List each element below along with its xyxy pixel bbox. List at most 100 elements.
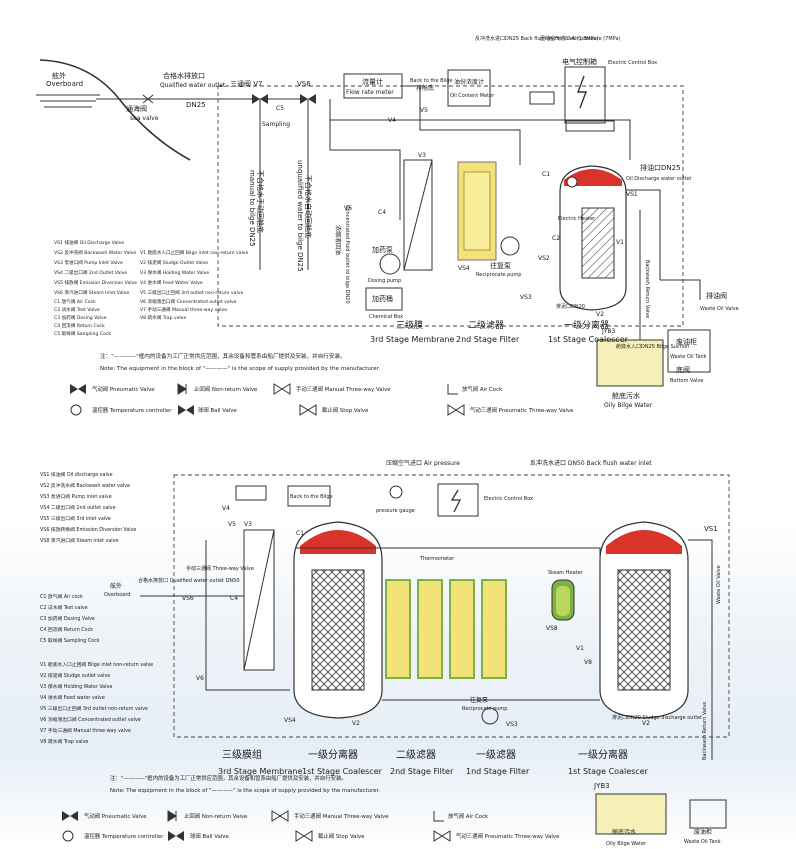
top-main-pipes <box>259 99 401 270</box>
top-legend: 气动阀 Pneumatic Valve 止回阀 Non-return Valve… <box>70 383 574 416</box>
b-wasteoil-en: Waste Oil Tank <box>684 839 721 845</box>
b-pneumatic-3way-icon <box>433 830 451 842</box>
vs2-label: VS2 <box>538 255 550 262</box>
b-v1: V1 <box>576 645 584 652</box>
b-vs6: VS6 <box>182 595 194 602</box>
vs1-label: VS1 <box>626 191 638 198</box>
stage2-cn: 二级滤器 <box>468 319 504 331</box>
dosing-cn: 加药泵 <box>372 245 393 254</box>
b-sludge: 排泥口DN20 Sludge discharge outlet <box>612 714 702 721</box>
bottom-supply-box <box>173 474 730 738</box>
waste-oil-valve-cn: 排油阀 <box>706 291 727 300</box>
svg-text:温控器 Temperature controller: 温控器 Temperature controller <box>92 406 172 414</box>
b-airpressure: 压缩空气进口 Air pressure <box>386 459 460 467</box>
sea-waves <box>36 94 100 108</box>
b-oilybilge-cn: 舱底污水 <box>612 828 636 836</box>
svg-text:VS6 排放转换阀 Emission Diversion V: VS6 排放转换阀 Emission Diversion Valve <box>40 526 136 533</box>
discharge-en: Oil Discharge water outlet <box>626 176 691 182</box>
sea-valve-icon <box>142 94 154 104</box>
recip-cn: 往复泵 <box>490 261 511 270</box>
v3-label: V3 <box>418 152 426 159</box>
b-c4: C4 <box>230 595 238 602</box>
svg-text:V8 疏水阀 Trap valve: V8 疏水阀 Trap valve <box>40 738 88 745</box>
svg-text:VS2 反冲洗水阀 Backwash water valve: VS2 反冲洗水阀 Backwash water valve <box>40 482 130 489</box>
auto-to-bilge-cn: 不合格水自动回舱底 <box>304 175 313 238</box>
ctrlbox-en: Electric Control Box <box>608 60 657 66</box>
b-air-cock-icon <box>433 811 444 822</box>
oilmeter-cn: 油份浓度计 <box>454 78 484 86</box>
svg-text:C1 放气阀 Air Cock: C1 放气阀 Air Cock <box>54 298 96 305</box>
svg-text:C3 加药阀 Dosing Valve: C3 加药阀 Dosing Valve <box>40 615 95 622</box>
b-ctrlbox <box>437 483 479 517</box>
b-backbilge: Back to the Bilge <box>290 494 333 500</box>
v4-label: V4 <box>388 117 396 124</box>
pneumatic-3way-icon <box>447 404 465 416</box>
b-coalescer-right-cap <box>606 530 682 554</box>
bottom-legend: 气动阀 Pneumatic Valve 止回阀 Non-return Valve… <box>62 810 560 842</box>
air-cock-icon <box>447 384 458 395</box>
electric-control-box <box>564 66 606 124</box>
b-v6: V6 <box>196 675 204 682</box>
svg-text:止回阀 Non-return Valve: 止回阀 Non-return Valve <box>194 385 258 393</box>
heater-label: Electric Heater <box>558 216 596 222</box>
svg-text:C4 回流阀 Return Cock: C4 回流阀 Return Cock <box>54 322 105 329</box>
b-vs3: VS3 <box>506 721 518 728</box>
discharge-cn: 排油口DN25 <box>640 163 681 172</box>
v1-label: V1 <box>616 239 624 246</box>
b-electric-icon <box>450 489 462 513</box>
svg-text:VS4 二级出口阀 2nd Outlet Valve: VS4 二级出口阀 2nd Outlet Valve <box>54 269 127 276</box>
stage1-en: 1st Stage Coalescer <box>548 335 629 344</box>
svg-text:C4 回流阀 Return Cock: C4 回流阀 Return Cock <box>40 626 93 633</box>
svg-text:V1 舱底水入口止回阀 Bilge inlet non-re: V1 舱底水入口止回阀 Bilge inlet non-return valve <box>140 249 249 256</box>
ctrlbox-cn: 电气控制箱 <box>562 57 597 66</box>
qualified-outlet-en: Qualified water outlet <box>160 82 226 89</box>
svg-text:手动三通阀 Manual Three-way Valve: 手动三通阀 Manual Three-way Valve <box>296 385 391 393</box>
svg-text:V8 疏水阀 Trap valve: V8 疏水阀 Trap valve <box>140 314 187 321</box>
b-nonreturn-valve-icon <box>167 810 177 822</box>
svg-text:C2 试水阀 Test Valve: C2 试水阀 Test Valve <box>54 306 100 313</box>
coalescer-gauge <box>566 176 578 188</box>
b-vs8: VS8 <box>546 625 558 632</box>
b-note-cn: 注："————"框内的设备为工厂正常供应范围，其余设备和管系由船厂提供及安装，并… <box>110 774 347 782</box>
b-qualified: 合格水排放口 Qualified water outlet DN50 <box>138 577 240 584</box>
svg-text:V6 浓缩液出口阀 Concentrated outlet: V6 浓缩液出口阀 Concentrated outlet valve <box>40 716 141 723</box>
airpressure-label: 压缩空气进口 Air pressure (7MPa) <box>540 35 621 42</box>
backflush-label: 反冲洗水进口DN25 Back flush water inlet (0.3MP… <box>475 35 598 42</box>
b-wasteoilvalve: Waste Oil Valve <box>716 565 722 604</box>
svg-text:V7 手动三通阀 Manual three-way valv: V7 手动三通阀 Manual three-way valve <box>140 306 227 313</box>
svg-text:气动三通阀 Pneumatic Three-way Valv: 气动三通阀 Pneumatic Three-way Valve <box>470 406 574 414</box>
svg-text:手动三通阀 Manual Three-way Valve: 手动三通阀 Manual Three-way Valve <box>294 812 389 820</box>
b-recip-cn: 往复泵 <box>470 696 488 704</box>
svg-text:VS1 排油阀 Oil discharge valve: VS1 排油阀 Oil discharge valve <box>40 471 113 478</box>
stage3-en: 3rd Stage Membrane <box>370 335 454 344</box>
svg-text:VS4 二级出口阀 2nd outlet valve: VS4 二级出口阀 2nd outlet valve <box>40 504 116 511</box>
coalescer-red-cap <box>564 169 622 186</box>
svg-text:VS6 蒸汽进口阀 Steam Inlet Valve: VS6 蒸汽进口阀 Steam Inlet Valve <box>54 289 129 296</box>
b-s3-en: 3rd Stage Membrane <box>218 767 302 776</box>
b-coalescer-right-element <box>617 569 671 691</box>
temp-controller-icon <box>70 404 82 416</box>
svg-text:气动三通阀 Pneumatic Three-way Valv: 气动三通阀 Pneumatic Three-way Valve <box>456 832 560 840</box>
top-valve-list-v: V1 舱底水入口止回阀 Bilge inlet non-return valve… <box>140 249 249 321</box>
svg-text:气动阀 Pneumatic Valve: 气动阀 Pneumatic Valve <box>84 812 147 820</box>
b-pneumatic-valve-icon <box>62 811 78 821</box>
c1-label: C1 <box>542 171 550 178</box>
svg-text:V3 保水阀 Holding Water Valve: V3 保水阀 Holding Water Valve <box>140 269 209 276</box>
overboard-label-en: Overboard <box>46 80 83 88</box>
stage1-cn: 一级分离器 <box>564 319 609 331</box>
waste-tank-cn: 废油柜 <box>676 337 697 346</box>
solenoid-manifold <box>565 120 615 132</box>
oily-bilge-en: Oily Bilge Water <box>604 402 653 409</box>
qualified-outlet-cn: 合格水排放口 <box>163 71 205 80</box>
svg-text:VS5 三级出口阀 3rd inlet valve: VS5 三级出口阀 3rd inlet valve <box>40 515 111 522</box>
b-overboard-en: Overboard <box>104 592 130 598</box>
c2-label: C2 <box>552 235 560 242</box>
b-coalescer-left-element <box>311 569 365 691</box>
b-s1b-en: 1nd Stage Filter <box>466 767 530 776</box>
supply-scope-box <box>217 85 684 327</box>
sampling-label: Sampling <box>262 121 290 128</box>
b-manual-3way-icon <box>271 810 289 822</box>
vs4-label: VS4 <box>458 265 470 272</box>
